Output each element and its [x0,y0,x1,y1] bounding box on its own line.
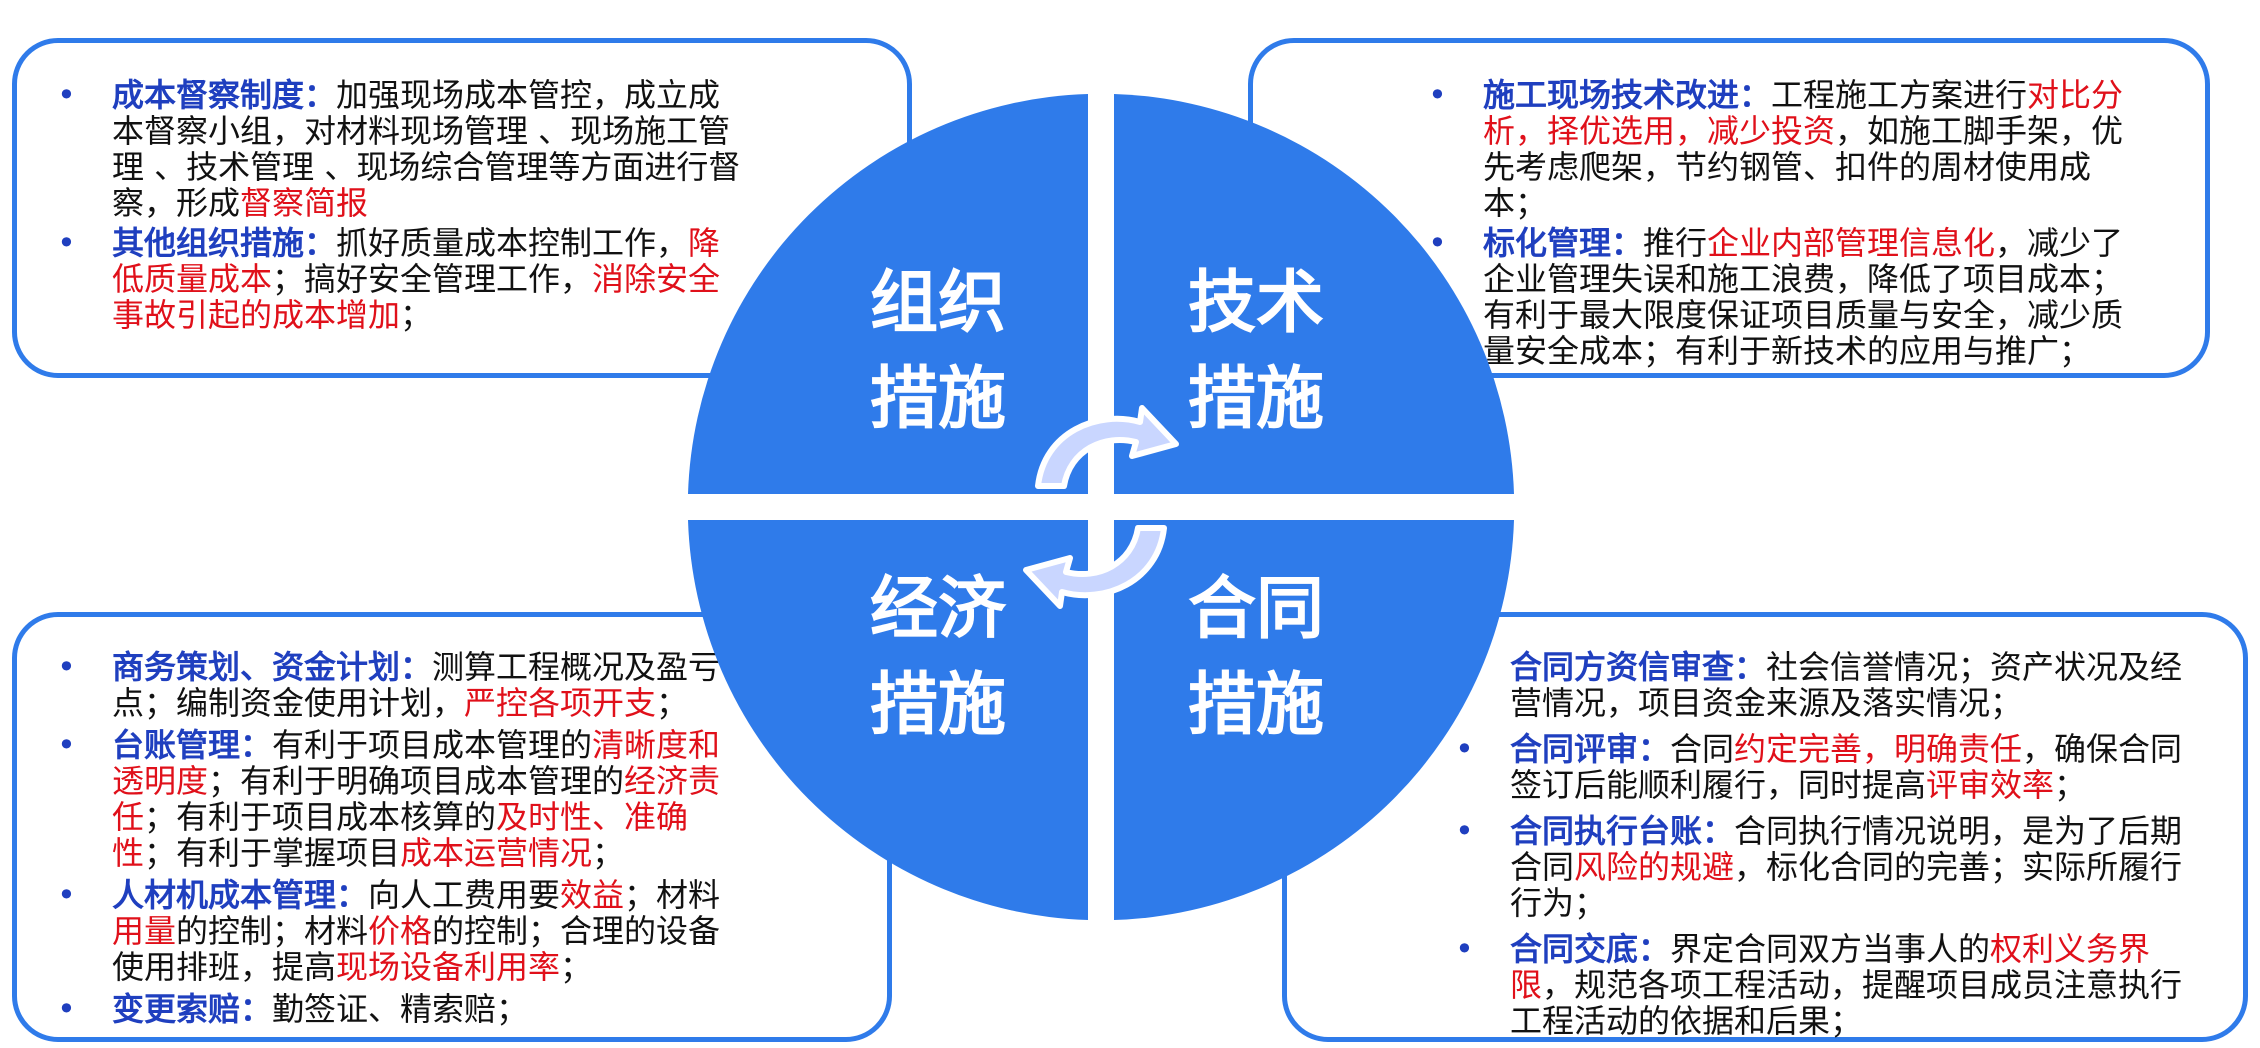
cycle-arrow-upper [1035,405,1179,489]
item-title: 人材机成本管理： [112,876,369,914]
econ-item-2: 台账管理：有利于项目成本管理的清晰度和透明度；有利于明确项目成本管理的经济责任；… [57,727,737,871]
quadrant-label-con-1: 合同 [1188,570,1324,649]
seg: 有利于项目成本管理的 [272,726,593,764]
seg: ； [592,834,625,872]
tech-item-2: 标化管理：推行企业内部管理信息化，减少了企业管理失误和施工浪费，降低了项目成本；… [1428,225,2148,369]
item-title: 合同交底： [1510,930,1671,968]
con-item-3: 合同执行台账：合同执行情况说明，是为了后期合同风险的规避，标化合同的完善；实际所… [1455,813,2200,921]
seg-highlight: 评审效率 [1926,766,2055,804]
seg-highlight: 约定完善，明确责任 [1734,730,2023,768]
seg: 工程施工方案进行 [1771,76,2028,114]
seg: 界定合同双方当事人的 [1670,930,1991,968]
seg-highlight: 风险的规避 [1574,848,1735,886]
seg: ； [2054,766,2087,804]
seg-highlight: 降低质量成本 [112,224,721,298]
item-title: 标化管理： [1483,224,1644,262]
quadrant-organizational [688,94,1088,494]
seg: ；有利于掌握项目 [144,834,401,872]
econ-item-3: 人材机成本管理：向人工费用要效益；材料用量的控制；材料价格的控制；合理的设备使用… [57,877,737,985]
item-title: 成本督察制度： [112,76,337,114]
seg-highlight: 清晰度和透明度 [112,726,721,800]
quadrant-contract [1114,520,1514,920]
card-organizational-measures: 成本督察制度：加强现场成本管控，成立成本督察小组，对材料现场管理 、现场施工管理… [12,38,912,378]
seg: 合同 [1670,730,1735,768]
seg-highlight: 对比分析，择优选用，减少投资 [1483,76,2124,150]
seg: 测算工程概况及盈亏点；编制资金使用计划， [112,648,721,722]
quadrant-label-econ-1: 经济 [870,570,1007,649]
seg-highlight: 消除安全事故引起的成本增加 [112,260,721,334]
seg-highlight: 严控各项开支 [464,684,657,722]
seg-highlight: 督察简报 [240,184,369,222]
seg: 向人工费用要 [368,876,561,914]
seg-highlight: 经济责任 [112,762,721,836]
contract-measure-list: 合同方资信审查：社会信誉情况；资产状况及经营情况，项目资金来源及落实情况； 合同… [1455,649,2200,1039]
seg: 合同执行情况说明，是为了后期合同 [1510,812,2183,886]
four-quadrant-circle: 组织 措施 技术 措施 经济 措施 合同 措施 [688,94,1514,920]
seg: ，如施工脚手架，优先考虑爬架，节约钢管、扣件的周材使用成本； [1483,112,2124,222]
tech-measure-list: 施工现场技术改进：工程施工方案进行对比分析，择优选用，减少投资，如施工脚手架，优… [1428,77,2148,369]
seg-highlight: 及时性、准确性 [112,798,689,872]
org-item-2: 其他组织措施：抓好质量成本控制工作，降低质量成本；搞好安全管理工作，消除安全事故… [57,225,747,333]
seg: ； [656,684,689,722]
seg-highlight: 价格 [368,912,433,950]
seg: 的控制；合理的设备使用排班，提高 [112,912,721,986]
seg: 的控制；材料 [176,912,369,950]
quadrant-label-org-2: 措施 [870,360,1006,439]
econ-item-1: 商务策划、资金计划：测算工程概况及盈亏点；编制资金使用计划，严控各项开支； [57,649,737,721]
seg-highlight: 权利义务界限 [1510,930,2151,1004]
org-item-1: 成本督察制度：加强现场成本管控，成立成本督察小组，对材料现场管理 、现场施工管理… [57,77,747,221]
seg: ；有利于项目成本核算的 [144,798,497,836]
item-title: 合同执行台账： [1510,812,1735,850]
card-economic-measures: 商务策划、资金计划：测算工程概况及盈亏点；编制资金使用计划，严控各项开支； 台账… [12,612,892,1042]
card-contract-measures: 合同方资信审查：社会信誉情况；资产状况及经营情况，项目资金来源及落实情况； 合同… [1282,612,2248,1042]
quadrant-label-tech-2: 措施 [1188,360,1324,439]
econ-measure-list: 商务策划、资金计划：测算工程概况及盈亏点；编制资金使用计划，严控各项开支； 台账… [57,649,737,1027]
quadrant-technical [1114,94,1514,494]
seg: ，减少了企业管理失误和施工浪费，降低了项目成本；有利于最大限度保证项目质量与安全… [1483,224,2124,370]
item-title: 台账管理： [112,726,273,764]
cycle-arrow-lower [1023,525,1167,609]
item-title: 其他组织措施： [112,224,337,262]
item-title: 变更索赔： [112,990,273,1028]
seg: 社会信誉情况；资产状况及经营情况，项目资金来源及落实情况； [1510,648,2183,722]
quadrants [688,94,1514,920]
seg: ；有利于明确项目成本管理的 [208,762,625,800]
quadrant-economic [688,520,1088,920]
item-title: 合同评审： [1510,730,1671,768]
seg: 抓好质量成本控制工作， [336,224,689,262]
quadrant-label-tech-1: 技术 [1188,264,1324,343]
seg: ； [560,948,593,986]
seg-highlight: 现场设备利用率 [336,948,561,986]
quadrant-label-econ-2: 措施 [870,666,1006,745]
seg: 加强现场成本管控，成立成本督察小组，对材料现场管理 、现场施工管理 、技术管理 … [112,76,741,222]
econ-item-4: 变更索赔：勤签证、精索赔； [57,991,737,1027]
org-measure-list: 成本督察制度：加强现场成本管控，成立成本督察小组，对材料现场管理 、现场施工管理… [57,77,747,333]
seg-highlight: 效益 [560,876,625,914]
con-item-1: 合同方资信审查：社会信誉情况；资产状况及经营情况，项目资金来源及落实情况； [1455,649,2200,721]
item-title: 施工现场技术改进： [1483,76,1772,114]
cycle-arrows-icon [1023,405,1179,609]
seg: ，确保合同签订后能顺利履行，同时提高 [1510,730,2183,804]
quadrant-label-con-2: 措施 [1188,666,1324,745]
seg: ；搞好安全管理工作， [272,260,593,298]
seg: 推行 [1643,224,1708,262]
seg-highlight: 用量 [112,912,177,950]
tech-item-1: 施工现场技术改进：工程施工方案进行对比分析，择优选用，减少投资，如施工脚手架，优… [1428,77,2148,221]
item-title: 商务策划、资金计划： [112,648,433,686]
quadrant-label-org-1: 组织 [870,264,1006,343]
seg: ；材料 [624,876,721,914]
seg: ； [400,296,433,334]
seg-highlight: 成本运营情况 [400,834,593,872]
seg: ，规范各项工程活动，提醒项目成员注意执行工程活动的依据和后果； [1510,966,2183,1040]
seg: 勤签证、精索赔； [272,990,529,1028]
con-item-2: 合同评审：合同约定完善，明确责任，确保合同签订后能顺利履行，同时提高评审效率； [1455,731,2200,803]
seg: ，标化合同的完善；实际所履行行为； [1510,848,2183,922]
con-item-4: 合同交底：界定合同双方当事人的权利义务界限，规范各项工程活动，提醒项目成员注意执… [1455,931,2200,1039]
item-title: 合同方资信审查： [1510,648,1767,686]
seg-highlight: 企业内部管理信息化 [1707,224,1996,262]
